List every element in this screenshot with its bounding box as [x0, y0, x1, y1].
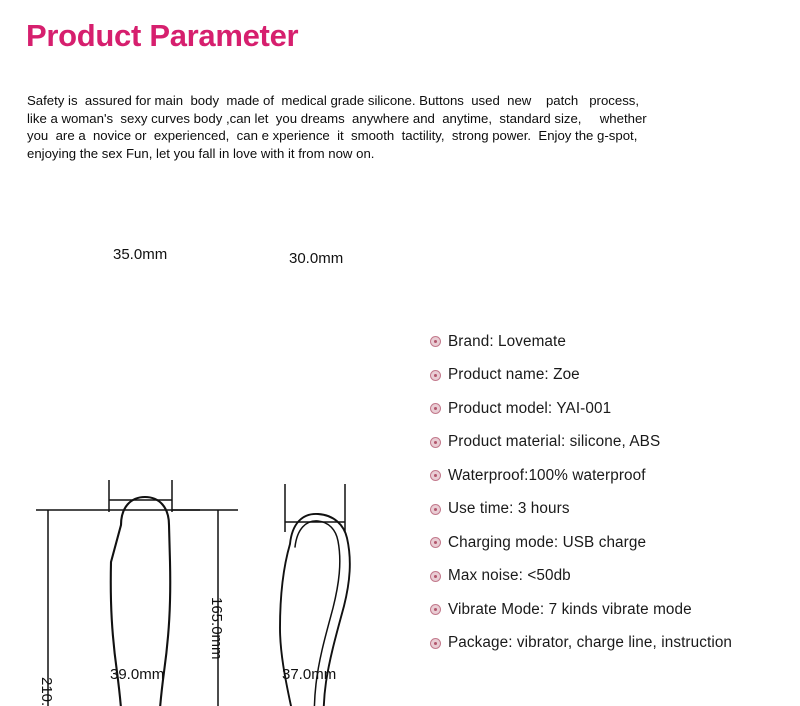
spec-label: Waterproof:100% waterproof — [448, 466, 646, 484]
spec-label: Vibrate Mode: 7 kinds vibrate mode — [448, 600, 692, 618]
spec-label: Max noise: <50db — [448, 567, 571, 585]
bullet-icon — [430, 503, 441, 515]
spec-item-vibrate-mode: Vibrate Mode: 7 kinds vibrate mode — [430, 593, 796, 627]
spec-item-product-name: Product name: Zoe — [430, 359, 796, 393]
side-view-drawing — [279, 513, 351, 706]
drawing-svg: 35.0mm 39.0mm 210.0mm 165.0mm 30.0mm — [36, 246, 351, 706]
bullet-icon — [430, 436, 441, 448]
intro-line-2: like a woman's sexy curves body ,can let… — [27, 110, 647, 126]
bullet-icon — [430, 637, 441, 649]
dim-label-height-inner: 165.0mm — [208, 597, 225, 660]
side-view-dimensions — [284, 484, 346, 532]
spec-item-charging-mode: Charging mode: USB charge — [430, 526, 796, 560]
spec-item-product-material: Product material: silicone, ABS — [430, 426, 796, 460]
spec-label: Product model: YAI-001 — [448, 399, 612, 417]
side-view-dimension-labels: 30.0mm 37.0mm — [282, 250, 343, 683]
spec-label: Product name: Zoe — [448, 366, 580, 384]
technical-drawings: 35.0mm 39.0mm 210.0mm 165.0mm 30.0mm — [0, 232, 420, 706]
intro-line-3: you are a novice or experienced, can e x… — [27, 128, 638, 144]
front-view-dimensions — [36, 480, 238, 706]
bullet-icon — [430, 369, 441, 381]
spec-item-waterproof: Waterproof:100% waterproof — [430, 459, 796, 493]
spec-item-max-noise: Max noise: <50db — [430, 560, 796, 594]
bullet-icon — [430, 537, 441, 549]
bullet-icon — [430, 570, 441, 582]
intro-line-4: enjoying the sex Fun, let you fall in lo… — [27, 145, 375, 161]
bullet-icon — [430, 403, 441, 415]
front-view-drawing — [109, 495, 172, 706]
spec-label: Product material: silicone, ABS — [448, 433, 661, 451]
spec-item-use-time: Use time: 3 hours — [430, 493, 796, 527]
intro-line-1: Safety is assured for main body made of … — [27, 93, 640, 108]
front-view-dimension-labels: 35.0mm 39.0mm 210.0mm 165.0mm — [38, 246, 225, 706]
dim-label-width-bottom-side: 37.0mm — [282, 666, 336, 683]
page-title: Product Parameter — [26, 18, 299, 53]
spec-item-package: Package: vibrator, charge line, instruct… — [430, 627, 796, 661]
spec-item-product-model: Product model: YAI-001 — [430, 392, 796, 426]
specification-list: Brand: Lovemate Product name: Zoe Produc… — [430, 325, 796, 660]
dim-label-width-top: 35.0mm — [113, 246, 167, 263]
spec-label: Use time: 3 hours — [448, 500, 570, 518]
spec-label: Brand: Lovemate — [448, 332, 566, 350]
intro-paragraph: Safety is assured for main body made of … — [27, 92, 779, 162]
spec-item-brand: Brand: Lovemate — [430, 325, 796, 359]
dim-label-width-top-side: 30.0mm — [289, 250, 343, 267]
spec-label: Charging mode: USB charge — [448, 533, 647, 551]
bullet-icon — [430, 604, 441, 616]
bullet-icon — [430, 470, 441, 482]
dim-label-height-total: 210.0mm — [38, 677, 55, 706]
bullet-icon — [430, 336, 441, 348]
dim-label-width-bottom: 39.0mm — [110, 666, 164, 683]
spec-label: Package: vibrator, charge line, instruct… — [448, 634, 733, 652]
